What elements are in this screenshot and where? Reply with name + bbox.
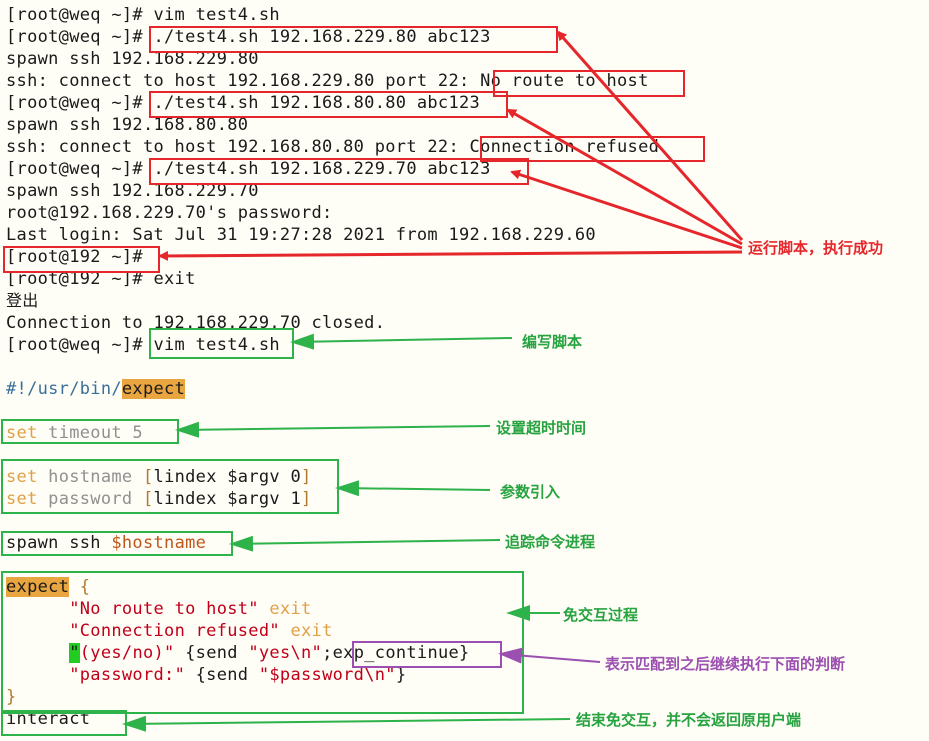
yesno-string: (yes/no)" <box>79 643 175 663</box>
arrow-red <box>510 169 743 250</box>
terminal-line: [root@weq ~]# vim test4.sh <box>6 5 280 25</box>
annotation-set-timeout: 设置超时时间 <box>496 419 587 437</box>
password-var-string: "$password\n" <box>258 665 396 685</box>
set-keyword: set <box>6 467 38 487</box>
spawn-cmd: spawn ssh <box>6 533 112 553</box>
conn-refused-string: "Connection refused" <box>69 621 280 641</box>
bracket-open: [ <box>142 467 154 487</box>
highlight-run-3 <box>149 158 529 185</box>
annotation-run-success: 运行脚本，执行成功 <box>748 239 884 257</box>
terminal-line: [root@192 ~]# exit <box>6 269 196 289</box>
script-expect-close: } <box>6 686 659 708</box>
terminal-line: ssh: connect to host 192.168.80.80 port … <box>6 137 660 157</box>
exit-keyword: exit <box>290 621 333 641</box>
highlight-no-route <box>493 70 685 97</box>
arrow-red <box>158 250 743 261</box>
script-expect-password: "password:" {send "$password\n"} <box>6 664 659 686</box>
terminal-line: ssh: connect to host 192.168.229.80 port… <box>6 71 649 91</box>
terminal-line: spawn ssh 192.168.80.80 <box>6 115 249 135</box>
terminal-line: 登出 <box>6 291 39 310</box>
terminal-line: [root@weq ~]# ./test4.sh 192.168.80.80 a… <box>6 93 481 113</box>
timeout-value: timeout 5 <box>48 423 143 443</box>
no-route-string: "No route to host" <box>69 599 259 619</box>
set-keyword: set <box>6 423 38 443</box>
shebang-prefix: #!/usr/bin/ <box>6 379 122 399</box>
password-string: "password:" <box>69 665 186 685</box>
script-shebang: #!/usr/bin/expect <box>6 378 659 400</box>
script-spawn: spawn ssh $hostname <box>6 532 659 554</box>
arrow-red <box>556 30 744 241</box>
highlight-expect-block <box>1 571 524 714</box>
send-prefix: {send <box>185 665 259 685</box>
hostname-var: hostname <box>48 467 133 487</box>
script-set-timeout: set timeout 5 <box>6 422 659 444</box>
brace-open: { <box>79 577 91 597</box>
password-var: password <box>48 489 133 509</box>
annotation-continue-match: 表示匹配到之后继续执行下面的判断 <box>605 655 846 673</box>
annotation-track-process: 追踪命令进程 <box>505 533 596 551</box>
script-interact: interact <box>6 708 659 730</box>
arrow-purple <box>498 647 601 664</box>
bracket-close: ] <box>301 467 312 487</box>
bracket-open: [ <box>142 489 154 509</box>
shebang-cmd: expect <box>121 379 186 399</box>
script-expect-yesno: "(yes/no)" {send "yes\n";exp_continue} <box>6 642 659 664</box>
exit-keyword: exit <box>269 599 312 619</box>
send-close: } <box>395 665 407 685</box>
terminal-line: root@192.168.229.70's password: <box>6 203 333 223</box>
annotation-param-import: 参数引入 <box>500 483 561 501</box>
brace-close: } <box>6 687 17 707</box>
script-expect-no-route: "No route to host" exit <box>6 598 659 620</box>
spawn-var: $hostname <box>111 533 207 553</box>
bracket-close: ] <box>301 489 312 509</box>
arrow-green <box>122 715 571 732</box>
terminal-line: [root@weq ~]# ./test4.sh 192.168.229.80 … <box>6 27 491 47</box>
script-set-password: set password [lindex $argv 1] <box>6 488 659 510</box>
arrow-green <box>229 535 501 552</box>
arrow-green <box>290 333 513 350</box>
annotation-end-interaction: 结束免交互，并不会返回原用户端 <box>576 711 802 729</box>
terminal-output: [root@weq ~]# vim test4.sh [root@weq ~]#… <box>6 4 659 730</box>
lindex-expr: lindex $argv 0 <box>153 467 302 487</box>
arrow-green <box>335 480 491 497</box>
script-set-hostname: set hostname [lindex $argv 0] <box>6 466 659 488</box>
set-keyword: set <box>6 489 38 509</box>
expect-keyword: expect <box>6 577 70 597</box>
terminal-line: Last login: Sat Jul 31 19:27:28 2021 fro… <box>6 225 596 245</box>
send-prefix: {send <box>174 643 249 663</box>
interact-keyword: interact <box>6 709 91 729</box>
annotation-no-interaction: 免交互过程 <box>563 606 639 624</box>
terminal-line: spawn ssh 192.168.229.80 <box>6 49 259 69</box>
terminal-line: spawn ssh 192.168.229.70 <box>6 181 259 201</box>
arrow-red <box>506 108 743 246</box>
terminal-line: [root@weq ~]# vim test4.sh <box>6 335 280 355</box>
script-expect-open: expect { <box>6 576 659 598</box>
terminal-line: [root@weq ~]# ./test4.sh 192.168.229.70 … <box>6 159 491 179</box>
exp-continue: exp_continue} <box>332 643 470 663</box>
lindex-expr: lindex $argv 1 <box>153 489 302 509</box>
highlight-conn-refused <box>480 136 705 162</box>
send-semicolon: ; <box>322 643 333 663</box>
cursor-quote: " <box>69 643 80 663</box>
terminal-line: [root@192 ~]# <box>6 247 143 267</box>
script-expect-refused: "Connection refused" exit <box>6 620 659 642</box>
yes-string: "yes\n" <box>248 643 323 663</box>
arrow-green <box>175 421 491 438</box>
highlight-run-2 <box>149 91 508 118</box>
annotation-write-script: 编写脚本 <box>522 333 583 351</box>
